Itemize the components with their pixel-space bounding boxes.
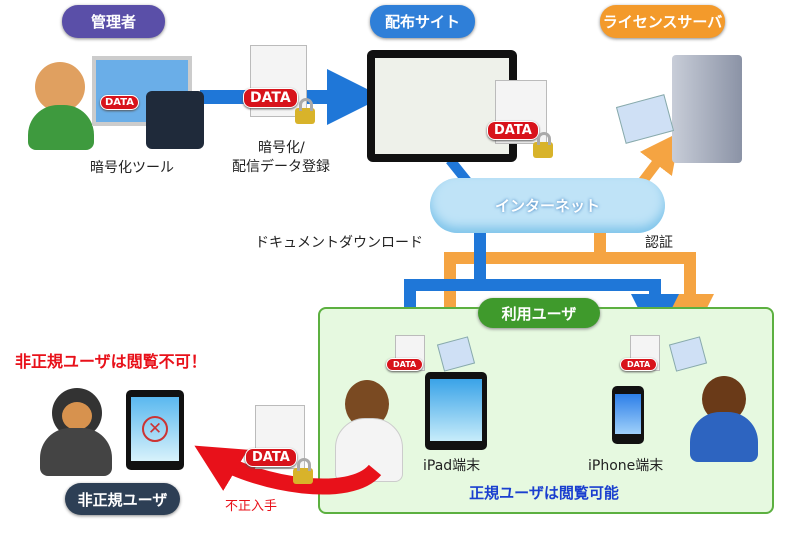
internet-cloud-icon [430,178,665,233]
iphone-user-body-icon [690,412,758,462]
iphone-label: iPhone端末 [588,458,664,474]
denied-icon: ✕ [142,416,168,442]
admin-body-icon [28,105,94,150]
encrypt-label-2: 配信データ登録 [232,159,330,175]
authorized-note: 正規ユーザは閲覧可能 [469,484,619,502]
data-badge: DATA [100,95,140,110]
blocked-tablet-icon: ✕ [126,390,184,470]
distribution-site-tablet-icon [367,50,517,162]
lock-icon [295,98,315,124]
unauthorized-user-label: 非正規ユーザ [65,483,180,515]
site-label: 配布サイト [370,5,475,38]
ipad-label: iPad端末 [423,458,481,474]
license-server-label: ライセンスサーバ [600,5,725,38]
lock-icon [533,132,553,158]
encryption-tool-icon [146,91,204,149]
iphone-icon [612,386,644,444]
data-badge: DATA [245,448,297,467]
encrypt-label-1: 暗号化/ [258,140,305,156]
tool-label: 暗号化ツール [90,160,174,176]
data-badge: DATA [620,358,658,371]
internet-label: インターネット [494,197,600,215]
admin-label: 管理者 [62,5,165,38]
admin-person-icon [35,62,85,112]
data-badge: DATA [243,88,298,108]
license-server-icon [672,55,742,163]
illegal-acquisition-arrow [194,445,382,495]
lock-icon [293,458,313,484]
illegal-label: 不正入手 [225,499,278,514]
unauthorized-note: 非正規ユーザは閲覧不可！ [15,352,207,371]
download-label: ドキュメントダウンロード [255,235,423,251]
data-badge: DATA [386,358,424,371]
data-badge: DATA [487,121,539,140]
ipad-icon [425,372,487,450]
users-label: 利用ユーザ [478,298,600,328]
auth-label: 認証 [645,235,673,251]
unauthorized-body-icon [40,428,112,476]
